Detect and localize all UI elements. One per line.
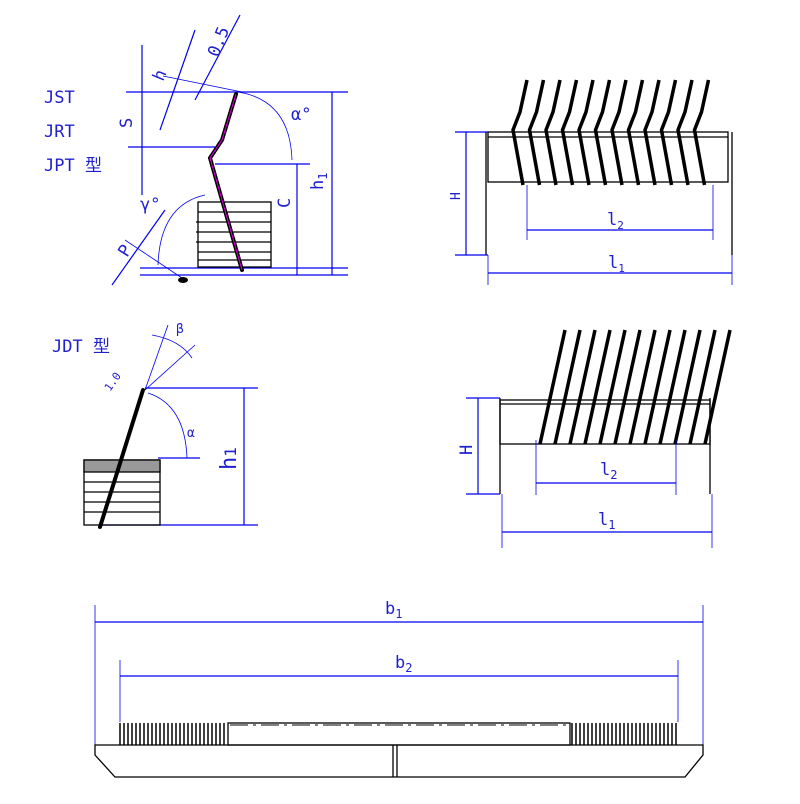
dim-beta: β bbox=[176, 322, 184, 337]
tooth bbox=[658, 329, 687, 445]
dim-alpha-jdt: α bbox=[187, 426, 195, 441]
dim-H-top: H bbox=[449, 192, 464, 200]
dim-l1-top: l1 bbox=[608, 253, 625, 275]
tooth bbox=[688, 329, 717, 445]
top-right-view: H l2 l1 bbox=[449, 79, 733, 285]
tooth bbox=[527, 79, 546, 186]
dim-s: S bbox=[117, 118, 137, 128]
tooth bbox=[560, 79, 579, 186]
type-label-jpt: JPT 型 bbox=[44, 156, 102, 176]
tooth bbox=[676, 79, 694, 186]
mid-right-view: H l2 l1 bbox=[457, 329, 732, 548]
dim-H-mid: H bbox=[457, 445, 477, 455]
tooth bbox=[703, 329, 732, 445]
tooth bbox=[207, 92, 244, 272]
dim-l2-top: l2 bbox=[607, 210, 624, 232]
dim-gamma: γ° bbox=[140, 195, 160, 215]
tooth bbox=[511, 79, 529, 186]
tooth bbox=[593, 79, 612, 186]
type-label-jrt: JRT bbox=[44, 122, 75, 142]
tooth bbox=[673, 329, 702, 445]
tooth bbox=[583, 329, 612, 445]
tooth bbox=[643, 329, 672, 445]
dim-h1-jdt: h1 bbox=[217, 447, 242, 470]
dim-l2-mid: l2 bbox=[600, 460, 617, 482]
tooth bbox=[626, 79, 645, 186]
tooth bbox=[692, 79, 711, 186]
tooth bbox=[577, 79, 595, 186]
tooth bbox=[544, 79, 562, 186]
dim-c: C bbox=[275, 198, 295, 208]
dim-b2: b2 bbox=[395, 653, 412, 675]
dim-thickness: 0.5 bbox=[204, 24, 234, 60]
dim-p: P bbox=[114, 241, 136, 260]
tooth bbox=[610, 79, 628, 186]
tooth bbox=[613, 329, 642, 445]
base-plate bbox=[94, 722, 704, 778]
jst-side-view: JST JRT JPT 型 S h1 C α° γ° h 0.5 P bbox=[44, 14, 348, 286]
dim-h: h bbox=[149, 67, 171, 84]
dim-b1: b1 bbox=[385, 599, 402, 621]
tooth bbox=[628, 329, 657, 445]
tooth bbox=[643, 79, 661, 186]
base-block-jdt bbox=[83, 459, 161, 526]
dim-alpha: α° bbox=[291, 105, 311, 125]
bottom-view: b1 b2 bbox=[94, 599, 704, 778]
tooth bbox=[659, 79, 678, 186]
teeth-row bbox=[538, 329, 732, 445]
tooth bbox=[598, 329, 627, 445]
comb-left bbox=[119, 723, 225, 745]
dim-tip: 1.0 bbox=[102, 370, 124, 394]
type-label-jst: JST bbox=[44, 88, 75, 108]
tooth-jdt bbox=[98, 388, 145, 529]
jdt-side-view: JDT 型 h1 α β 1.0 bbox=[52, 322, 258, 529]
dim-h1: h1 bbox=[308, 173, 330, 190]
comb-right bbox=[571, 723, 677, 745]
dim-l1-mid: l1 bbox=[598, 510, 615, 532]
type-label-jdt: JDT 型 bbox=[52, 337, 110, 357]
base-block bbox=[196, 201, 272, 268]
tooth bbox=[568, 329, 597, 445]
tooth bbox=[538, 329, 567, 445]
tooth bbox=[553, 329, 582, 445]
teeth-row bbox=[511, 79, 711, 186]
